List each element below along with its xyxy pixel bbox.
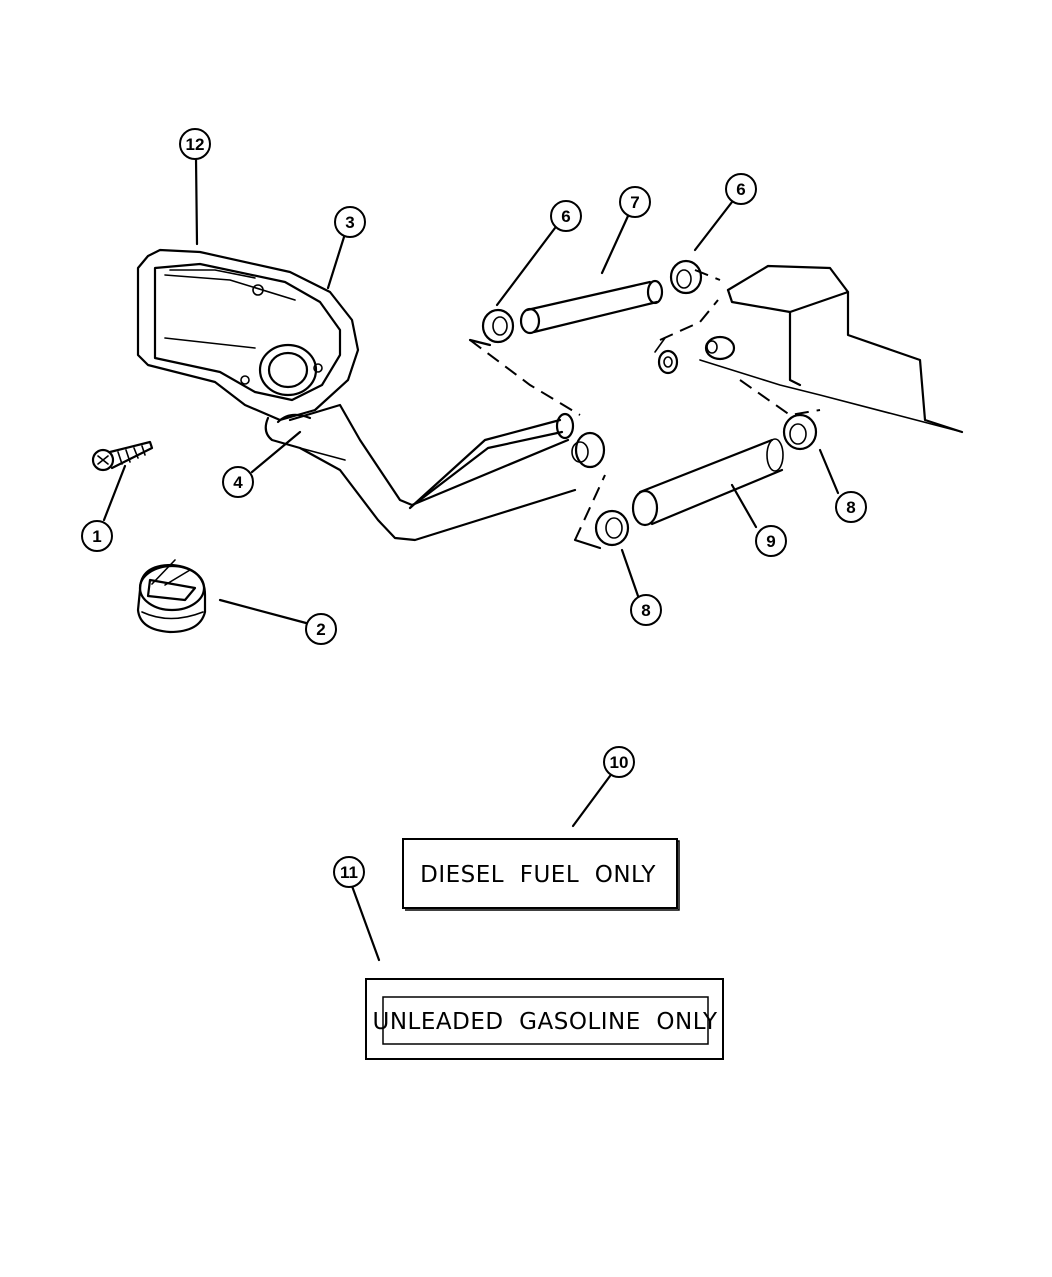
callout-9-label: 9 (766, 532, 775, 551)
callout-6-left-label: 6 (561, 207, 570, 226)
upper-clamp-right (669, 259, 703, 295)
callout-8-right-label: 8 (846, 498, 855, 517)
lower-clamp-right (782, 413, 818, 451)
fuel-tank (699, 264, 964, 434)
screw-part (91, 440, 154, 472)
lower-hose (631, 438, 784, 527)
fuel-cap-part (136, 559, 207, 634)
assembly-guide-lines (468, 269, 821, 550)
upper-hose (519, 279, 664, 335)
callout-11-label: 11 (340, 863, 358, 882)
callout-1: 1 (81, 520, 113, 552)
callout-2-label: 2 (316, 620, 325, 639)
callout-12: 12 (179, 128, 211, 160)
callout-7-label: 7 (630, 193, 639, 212)
unleaded-gasoline-label-text: UNLEADED GASOLINE ONLY (372, 1009, 717, 1035)
filler-tube (264, 403, 606, 542)
callout-4: 4 (222, 466, 254, 498)
callout-8-right: 8 (835, 491, 867, 523)
callout-12-label: 12 (186, 135, 205, 154)
leader-lines (102, 156, 840, 962)
callout-6-right-label: 6 (736, 180, 745, 199)
callout-10: 10 (603, 746, 635, 778)
callout-6-right: 6 (725, 173, 757, 205)
callout-9: 9 (755, 525, 787, 557)
callout-7: 7 (619, 186, 651, 218)
callout-1-label: 1 (92, 527, 101, 546)
callout-3-label: 3 (345, 213, 354, 232)
upper-clamp-left (481, 308, 515, 344)
callout-10-label: 10 (610, 753, 629, 772)
callout-3: 3 (334, 206, 366, 238)
callout-8-left-label: 8 (641, 601, 650, 620)
tank-upper-nipple (657, 349, 679, 375)
callout-11: 11 (333, 856, 365, 888)
diesel-fuel-label-text: DIESEL FUEL ONLY (420, 862, 656, 888)
callout-6-left: 6 (550, 200, 582, 232)
callout-2: 2 (305, 613, 337, 645)
callout-4-label: 4 (233, 473, 243, 492)
tank-lower-nipple (704, 335, 736, 361)
unleaded-gasoline-label-decal: UNLEADED GASOLINE ONLY (365, 978, 724, 1060)
lower-clamp-left (594, 509, 630, 547)
diesel-fuel-label-decal: DIESEL FUEL ONLY (402, 838, 680, 911)
callout-8-left: 8 (630, 594, 662, 626)
filler-housing (136, 248, 360, 422)
